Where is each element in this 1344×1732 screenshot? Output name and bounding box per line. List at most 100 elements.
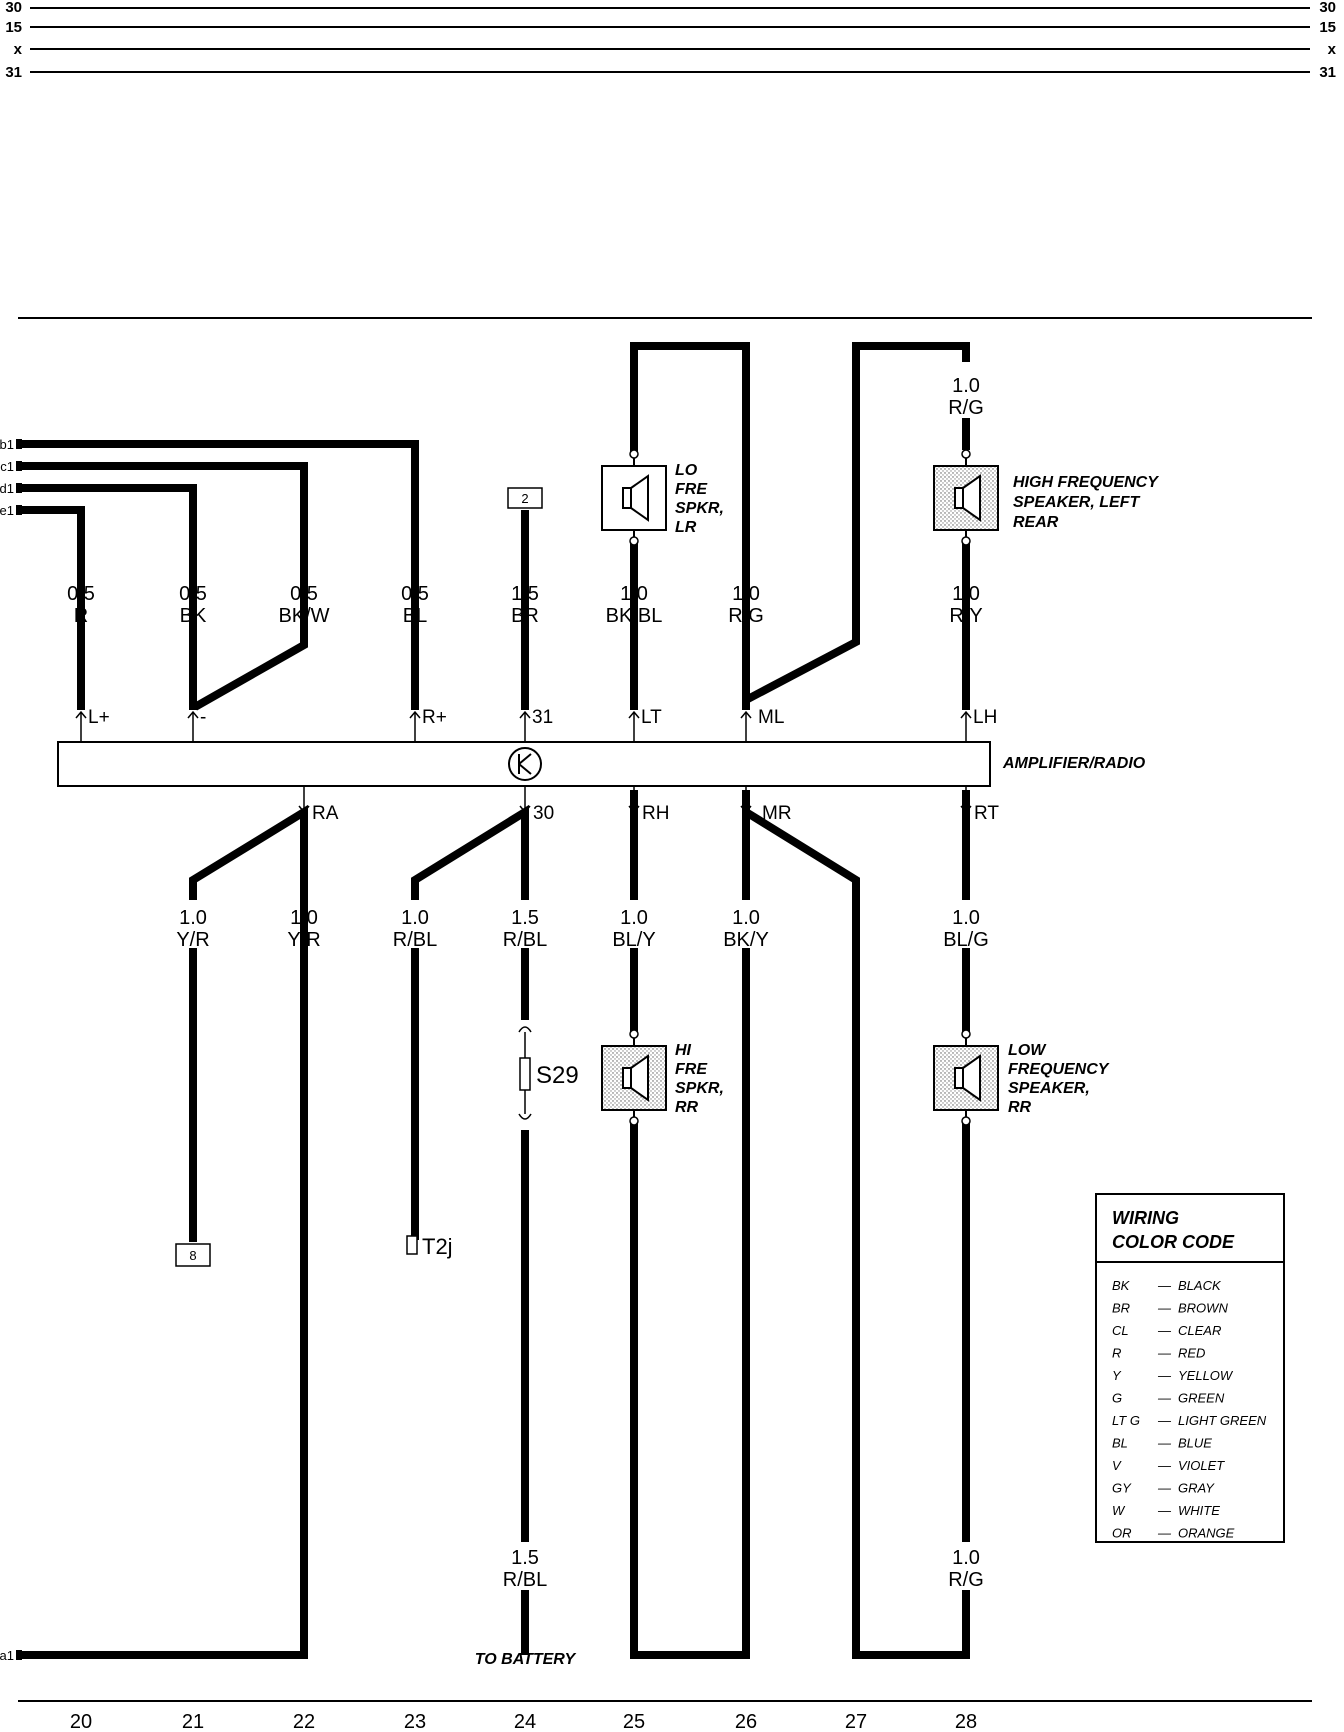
- bottom-pin-arrows: [298, 786, 972, 814]
- legend-code: BR: [1112, 1301, 1130, 1316]
- legend-color-name: YELLOW: [1178, 1368, 1234, 1383]
- svg-text:FREQUENCY: FREQUENCY: [1008, 1061, 1110, 1078]
- col-23: 23: [404, 1711, 426, 1732]
- rail-x-left: x: [14, 41, 23, 58]
- legend-color-name: VIOLET: [1178, 1458, 1225, 1473]
- label-c24-color: BR: [511, 605, 539, 627]
- col-28: 28: [955, 1711, 977, 1732]
- label-c24-bot-gauge: 1.5: [511, 907, 539, 929]
- rail-30-left: 30: [5, 0, 22, 16]
- legend-code: GY: [1112, 1481, 1132, 1496]
- pin-r-plus: R+: [422, 707, 447, 728]
- top-pin-arrows: [75, 710, 972, 742]
- svg-text:RR: RR: [675, 1099, 699, 1116]
- legend-code: G: [1112, 1391, 1122, 1406]
- wire-b1: [22, 440, 419, 710]
- wire-mr-crossover: [742, 790, 970, 1659]
- legend-title-line2: COLOR CODE: [1112, 1232, 1235, 1252]
- input-c1: c1: [0, 459, 14, 474]
- label-c24-gauge: 1.5: [511, 583, 539, 605]
- wire-c1: [22, 462, 308, 711]
- rail-15-right: 15: [1319, 19, 1336, 36]
- rail-31-left: 31: [5, 64, 22, 81]
- label-c23-color: BL: [403, 605, 427, 627]
- pin-l-plus: L+: [88, 707, 110, 728]
- amplifier: AMPLIFIER/RADIO L+ - R+ 31 LT ML LH RA 3…: [57, 707, 1146, 824]
- label-c28-color: R/Y: [949, 605, 982, 627]
- legend-title-line1: WIRING: [1112, 1208, 1179, 1228]
- speaker-hi-fre-rr: HI FRE SPKR, RR: [601, 1029, 724, 1126]
- legend-code: CL: [1112, 1323, 1129, 1338]
- rail-30-right: 30: [1319, 0, 1336, 16]
- label-c25-bot-color: BL/Y: [612, 929, 655, 951]
- legend-rows: BK—BLACKBR—BROWNCL—CLEARR—REDY—YELLOWG—G…: [1112, 1278, 1267, 1541]
- legend-dash: —: [1157, 1503, 1172, 1518]
- legend-dash: —: [1157, 1458, 1172, 1473]
- svg-text:REAR: REAR: [1013, 514, 1059, 531]
- label-c24-bot-color: R/BL: [503, 929, 547, 951]
- pin-mr: MR: [762, 803, 792, 824]
- label-c23-bot-gauge: 1.0: [401, 907, 429, 929]
- connectors: b1 c1 d1 e1 a1 2 8 S29 T2j TO BATTERY: [0, 437, 579, 1668]
- pin-lt: LT: [641, 707, 662, 728]
- label-c23-bot-color: R/BL: [393, 929, 437, 951]
- wire-d1: [22, 484, 197, 710]
- wire-ml-crossover: [744, 342, 970, 704]
- label-c25-color: BK/BL: [606, 605, 663, 627]
- legend-color-name: BLUE: [1178, 1436, 1212, 1451]
- label-c28-upper-color: R/G: [948, 397, 984, 419]
- label-c26-gauge: 1.0: [732, 583, 760, 605]
- wire-lo-spkr-loop: [630, 342, 750, 710]
- color-code-legend: WIRING COLOR CODE BK—BLACKBR—BROWNCL—CLE…: [1095, 1193, 1285, 1543]
- legend-color-name: GREEN: [1178, 1391, 1225, 1406]
- legend-code: V: [1112, 1458, 1122, 1473]
- speaker-high-frequency-left-rear: HIGH FREQUENCY SPEAKER, LEFT REAR: [933, 418, 1159, 546]
- input-a1: a1: [0, 1648, 14, 1663]
- ref-box-8: [175, 1243, 211, 1267]
- svg-text:LOW: LOW: [1008, 1042, 1047, 1059]
- fuse-icon: [519, 1057, 531, 1091]
- label-c28-gauge: 1.0: [952, 583, 980, 605]
- wire-hi-spkr-loop: [630, 948, 750, 1659]
- legend-code: Y: [1112, 1368, 1122, 1383]
- legend-color-name: CLEAR: [1178, 1323, 1221, 1338]
- bus-rails: 30 15 x 31 30 15 x 31: [5, 0, 1336, 81]
- svg-text:RR: RR: [1008, 1099, 1032, 1116]
- column-numbers: 20 21 22 23 24 25 26 27 28: [70, 1711, 977, 1732]
- legend-code: R: [1112, 1346, 1121, 1361]
- legend-color-name: LIGHT GREEN: [1178, 1413, 1267, 1428]
- legend-dash: —: [1157, 1346, 1172, 1361]
- rail-15-left: 15: [5, 19, 22, 36]
- pin-ra: RA: [312, 803, 339, 824]
- amplifier-label: AMPLIFIER/RADIO: [1002, 755, 1146, 772]
- input-b1: b1: [0, 437, 14, 452]
- label-c21-color: BK: [180, 605, 207, 627]
- legend-dash: —: [1157, 1391, 1172, 1406]
- svg-text:SPKR,: SPKR,: [675, 1080, 724, 1097]
- rail-31-right: 31: [1319, 64, 1336, 81]
- label-c28-low-color: R/G: [948, 1569, 984, 1591]
- col-25: 25: [623, 1711, 645, 1732]
- wire-labels: 0.5 R 0.5 BK 0.5 BK/W 0.5 BL 1.5 BR 1.0 …: [67, 375, 989, 1591]
- legend-dash: —: [1157, 1413, 1172, 1428]
- rail-x-right: x: [1328, 41, 1337, 58]
- terminal-label: T2j: [422, 1234, 453, 1259]
- svg-text:FRE: FRE: [675, 481, 708, 498]
- legend-code: BL: [1112, 1436, 1128, 1451]
- wire-ra-a1: [22, 804, 308, 1659]
- col-26: 26: [735, 1711, 757, 1732]
- label-c26-color: R/G: [728, 605, 764, 627]
- col-24: 24: [514, 1711, 536, 1732]
- wire-e1: [22, 506, 85, 710]
- label-c26-bot-gauge: 1.0: [732, 907, 760, 929]
- label-c26-bot-color: BK/Y: [723, 929, 769, 951]
- label-c20-color: R: [74, 605, 88, 627]
- label-c24-low-color: R/BL: [503, 1569, 547, 1591]
- legend-color-name: GRAY: [1178, 1481, 1215, 1496]
- speaker-lo-fre-lr: LO FRE SPKR, LR: [601, 449, 724, 546]
- label-c25-gauge: 1.0: [620, 583, 648, 605]
- pin-ml: ML: [758, 707, 784, 728]
- label-c22-gauge: 0.5: [290, 583, 318, 605]
- label-c21-bot-color: Y/R: [176, 929, 209, 951]
